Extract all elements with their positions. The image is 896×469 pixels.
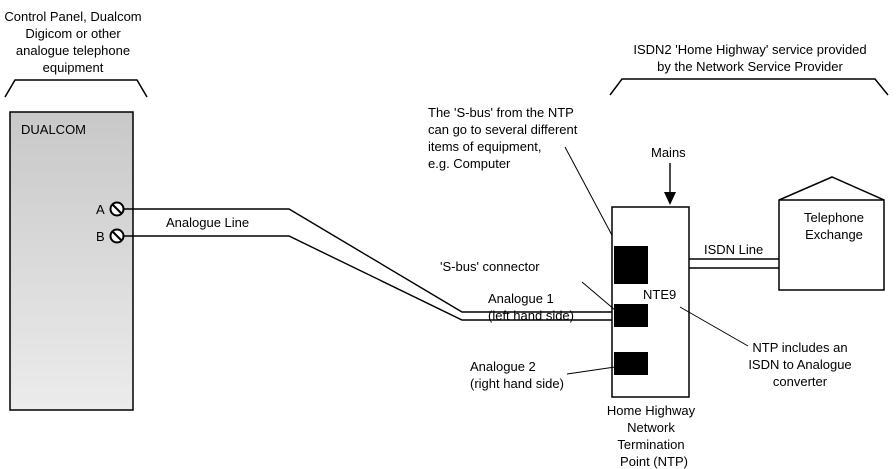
analogue1-socket: [614, 304, 648, 327]
svg-text:e.g. Computer: e.g. Computer: [428, 156, 511, 171]
svg-text:The 'S-bus' from the NTP: The 'S-bus' from the NTP: [428, 105, 574, 120]
svg-text:Point (NTP): Point (NTP): [620, 454, 688, 469]
equipment-caption: Control Panel, Dualcom Digicom or other …: [4, 9, 141, 75]
terminal-b-screw-icon: [109, 228, 125, 244]
svg-text:equipment: equipment: [43, 60, 104, 75]
svg-text:Telephone: Telephone: [804, 210, 864, 225]
terminal-a-label: A: [96, 202, 105, 217]
dualcom-panel: [9, 111, 134, 411]
nte-label: NTE9: [643, 287, 676, 302]
sbus-socket: [614, 246, 648, 284]
service-caption: ISDN2 'Home Highway' service provided by…: [633, 42, 866, 74]
terminal-b-label: B: [96, 229, 105, 244]
equipment-bracket: [4, 79, 148, 98]
analogue1-pointer: [581, 281, 616, 311]
svg-text:NTP includes an: NTP includes an: [752, 340, 847, 355]
sbus-note-pointer: [564, 146, 615, 240]
analogue2-pointer: [566, 366, 616, 375]
svg-text:(right hand side): (right hand side): [470, 376, 564, 391]
exchange-label: Telephone Exchange: [804, 210, 864, 242]
ntp-caption: Home Highway Network Termination Point (…: [607, 403, 696, 469]
telephone-exchange-building: [778, 176, 885, 291]
svg-text:ISDN2 'Home Highway' service p: ISDN2 'Home Highway' service provided: [633, 42, 866, 57]
analogue2-socket: [614, 352, 648, 375]
mains-label: Mains: [651, 145, 686, 160]
svg-text:Exchange: Exchange: [805, 227, 863, 242]
analogue-line-label: Analogue Line: [166, 215, 249, 230]
isdn-line-label: ISDN Line: [704, 242, 763, 257]
converter-note: NTP includes an ISDN to Analogue convert…: [748, 340, 851, 389]
svg-text:Home Highway: Home Highway: [607, 403, 696, 418]
analogue1-label: Analogue 1 (left hand side): [488, 291, 574, 323]
terminal-a-screw-icon: [109, 201, 125, 217]
svg-text:Analogue 1: Analogue 1: [488, 291, 554, 306]
svg-text:analogue telephone: analogue telephone: [16, 43, 130, 58]
svg-text:Termination: Termination: [617, 437, 684, 452]
converter-note-pointer: [679, 306, 749, 347]
svg-text:converter: converter: [773, 374, 828, 389]
svg-text:(left hand side): (left hand side): [488, 308, 574, 323]
svg-text:by the Network Service Provide: by the Network Service Provider: [657, 59, 843, 74]
sbus-connector-label: 'S-bus' connector: [440, 259, 540, 274]
sbus-note: The 'S-bus' from the NTP can go to sever…: [428, 105, 578, 171]
analogue-wire-b: [123, 235, 617, 321]
svg-text:Digicom or other: Digicom or other: [25, 26, 121, 41]
svg-text:items of equipment,: items of equipment,: [428, 139, 541, 154]
svg-text:Analogue 2: Analogue 2: [470, 359, 536, 374]
svg-text:Control Panel, Dualcom: Control Panel, Dualcom: [4, 9, 141, 24]
mains-arrow-icon: [664, 192, 676, 205]
analogue2-label: Analogue 2 (right hand side): [470, 359, 564, 391]
svg-text:Network: Network: [627, 420, 675, 435]
dualcom-label: DUALCOM: [21, 122, 86, 137]
svg-text:can go to several different: can go to several different: [428, 122, 578, 137]
service-bracket: [609, 78, 889, 96]
svg-text:ISDN to Analogue: ISDN to Analogue: [748, 357, 851, 372]
analogue-wire-a: [123, 208, 617, 313]
